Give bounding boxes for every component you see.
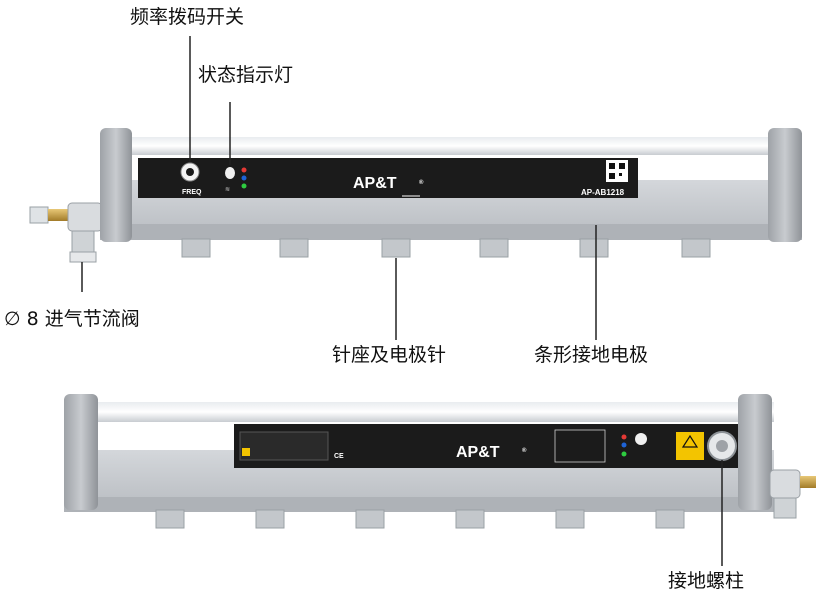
indicator-blue-bottom (621, 442, 627, 448)
top-rail (100, 137, 802, 155)
label-ground-bar: 条形接地电极 (534, 344, 649, 366)
bottom-unit: CE AP&T ® (64, 394, 816, 529)
indicator-red-bottom (621, 434, 627, 440)
bottom-end-cap-right (738, 394, 772, 510)
status-indicator (225, 167, 235, 179)
label-status-light: 状态指示灯 (198, 64, 294, 86)
leader-lines (81, 36, 723, 566)
spec-label (554, 429, 606, 463)
top-end-cap-right (768, 128, 802, 242)
indicator-blue (241, 175, 247, 181)
needle-seats-bottom (155, 509, 685, 529)
indicator-red (241, 167, 247, 173)
air-valve-fitting-right (769, 469, 816, 519)
warning-label (239, 431, 329, 461)
brand-logo-top: AP&T (353, 175, 397, 192)
brand-mark-top: ® (419, 179, 424, 186)
brand-logo-bottom: AP&T (456, 444, 500, 461)
freq-label: FREQ (182, 189, 202, 196)
brand-mark-bottom: ® (522, 447, 527, 454)
ce-mark: CE (334, 453, 344, 460)
status-knob-bottom (635, 433, 647, 445)
bottom-rail (64, 402, 774, 422)
top-end-cap-left (100, 128, 132, 242)
label-air-valve: ∅ 8 进气节流阀 (4, 308, 140, 330)
indicator-green-bottom (621, 451, 627, 457)
top-unit: FREQ ≋ AP&T ® AP-AB1218 (29, 128, 802, 263)
top-label-panel (138, 158, 638, 198)
wifi-icon: ≋ (225, 187, 230, 193)
label-needle-seat: 针座及电极针 (332, 344, 447, 366)
label-ground-post: 接地螺柱 (668, 570, 745, 592)
indicator-green (241, 183, 247, 189)
air-valve-fitting (29, 202, 103, 263)
needle-seats-top (181, 238, 711, 258)
model-number: AP-AB1218 (581, 188, 625, 197)
label-freq-switch: 频率拨码开关 (130, 6, 245, 28)
bottom-end-cap-left (64, 394, 98, 510)
